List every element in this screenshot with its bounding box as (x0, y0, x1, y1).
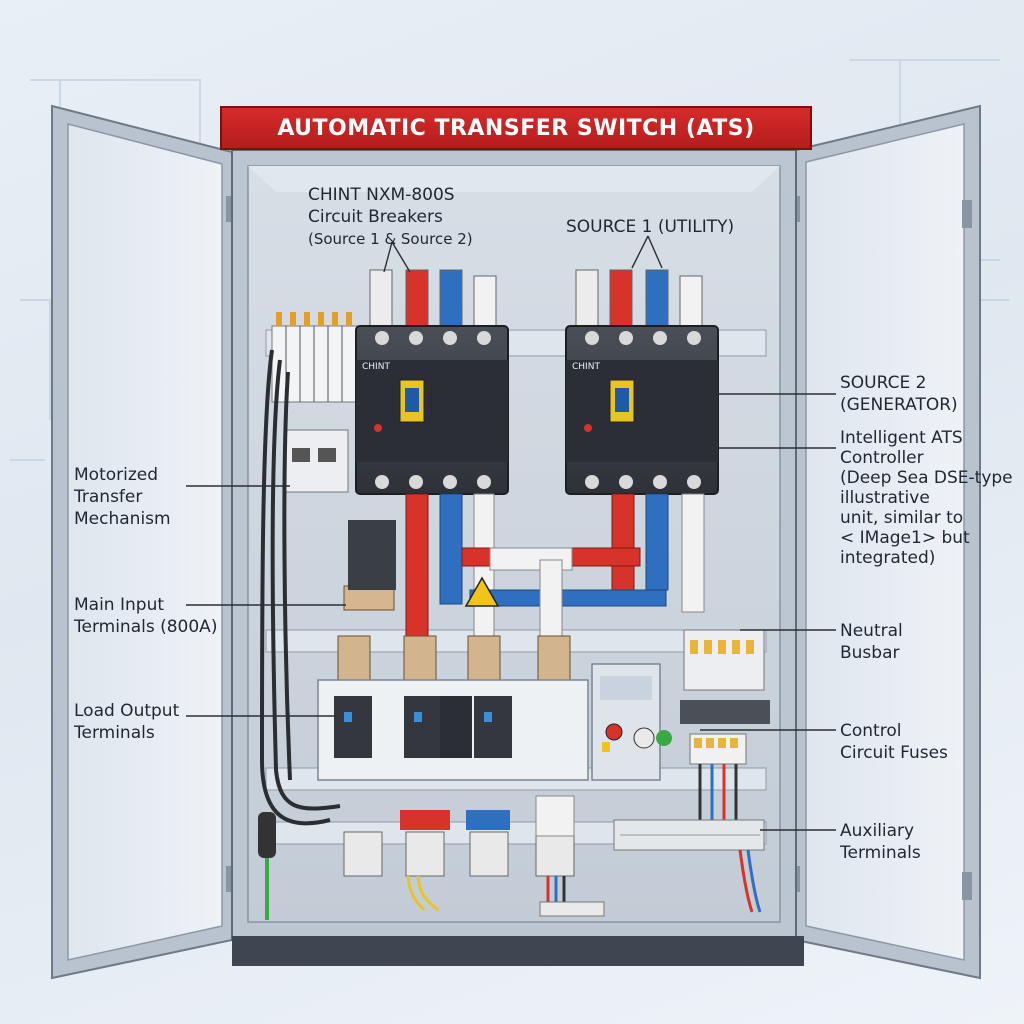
label-line: Circuit Fuses (840, 743, 948, 763)
breaker-left (355, 325, 509, 495)
grounding-lead (258, 812, 276, 920)
label-line: SOURCE 2 (840, 373, 927, 393)
lug-blocks (337, 635, 571, 681)
label-load-output: Load Output Terminals (74, 700, 179, 744)
label-auxiliary: Auxiliary Terminals (840, 820, 921, 864)
auxiliary-terminal-strip (613, 819, 765, 913)
breaker-right (565, 325, 719, 495)
label-line: Circuit Breakers (308, 207, 443, 227)
label-line: Intelligent ATS (840, 428, 963, 448)
label-line: (Deep Sea DSE-type (840, 468, 1013, 488)
ats-controller (591, 663, 672, 781)
label-line: Auxiliary (840, 821, 915, 841)
fuse-block (689, 733, 747, 820)
label-breakers: CHINT NXM-800S Circuit Breakers (Source … (308, 184, 473, 250)
diagram-title: AUTOMATIC TRANSFER SWITCH (ATS) (277, 115, 755, 141)
label-line: Transfer (74, 487, 143, 507)
label-line: Terminals (800A) (74, 617, 218, 637)
label-line: (GENERATOR) (840, 395, 958, 415)
label-line: CHINT NXM-800S (308, 185, 455, 205)
label-motorized: Motorized Transfer Mechanism (74, 464, 171, 530)
label-source1: SOURCE 1 (UTILITY) (566, 216, 734, 238)
label-fuses: Control Circuit Fuses (840, 720, 948, 764)
label-line: integrated) (840, 548, 936, 568)
label-line: illustrative (840, 488, 930, 508)
label-source2: SOURCE 2 (GENERATOR) (840, 372, 958, 416)
label-neutral: Neutral Busbar (840, 620, 903, 664)
label-main-input: Main Input Terminals (800A) (74, 594, 217, 638)
label-line: Motorized (74, 465, 159, 485)
breaker-right-brand: CHINT (572, 362, 600, 372)
label-line: (Source 1 & Source 2) (308, 230, 473, 248)
load-output-lugs (343, 795, 605, 917)
label-controller: Intelligent ATS Controller (Deep Sea DSE… (840, 428, 1013, 568)
label-line: Terminals (840, 843, 921, 863)
title-banner: AUTOMATIC TRANSFER SWITCH (ATS) (220, 106, 812, 150)
ats-module (317, 679, 589, 781)
wire-bundle (259, 349, 341, 826)
label-line: unit, similar to (840, 508, 964, 528)
label-line: Main Input (74, 595, 165, 615)
leader-lines (186, 235, 836, 831)
label-line: Mechanism (74, 509, 171, 529)
busbars (343, 493, 705, 651)
left-door (51, 104, 236, 980)
label-line: Busbar (840, 643, 900, 663)
label-line: Controller (840, 448, 924, 468)
label-line: Terminals (74, 723, 155, 743)
label-line: < IMage1> but (840, 528, 970, 548)
label-line: Control (840, 721, 902, 741)
label-line: Neutral (840, 621, 903, 641)
neutral-busbar-block (680, 629, 770, 724)
label-line: SOURCE 1 (UTILITY) (566, 217, 735, 237)
label-line: Load Output (74, 701, 180, 721)
breaker-left-brand: CHINT (362, 362, 390, 372)
top-terminals (369, 269, 703, 327)
